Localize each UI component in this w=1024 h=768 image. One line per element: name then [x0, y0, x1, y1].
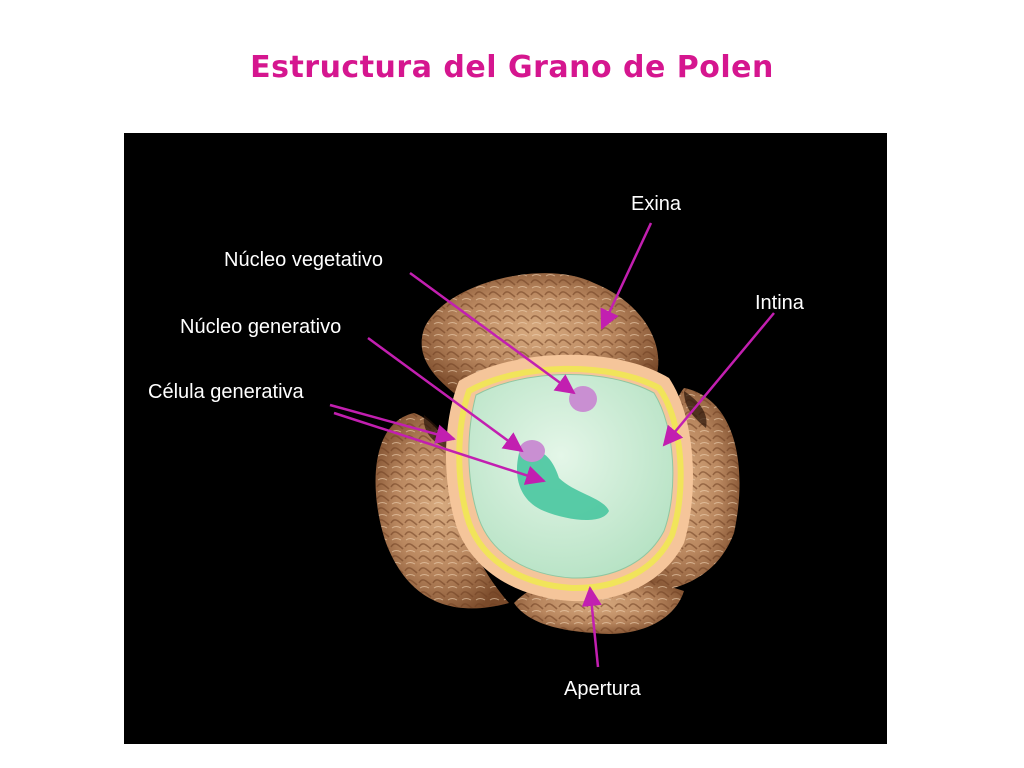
- label-pointers: [329, 222, 775, 668]
- label-intina: Intina: [755, 292, 804, 314]
- pollen-grain-figure: Exina Intina Núcleo vegetativo Núcleo ge…: [124, 133, 887, 744]
- pollen-grain-illustration: [329, 222, 775, 668]
- generative-nucleus: [519, 440, 545, 462]
- label-celula-generativa: Célula generativa: [148, 381, 304, 403]
- label-apertura: Apertura: [564, 678, 641, 700]
- vegetative-nucleus: [569, 386, 597, 412]
- label-exina: Exina: [631, 193, 682, 215]
- cytoplasm: [468, 374, 674, 579]
- label-nucleo-generativo: Núcleo generativo: [180, 316, 342, 338]
- label-nucleo-vegetativo: Núcleo vegetativo: [224, 249, 383, 271]
- slide-title: Estructura del Grano de Polen: [250, 50, 774, 85]
